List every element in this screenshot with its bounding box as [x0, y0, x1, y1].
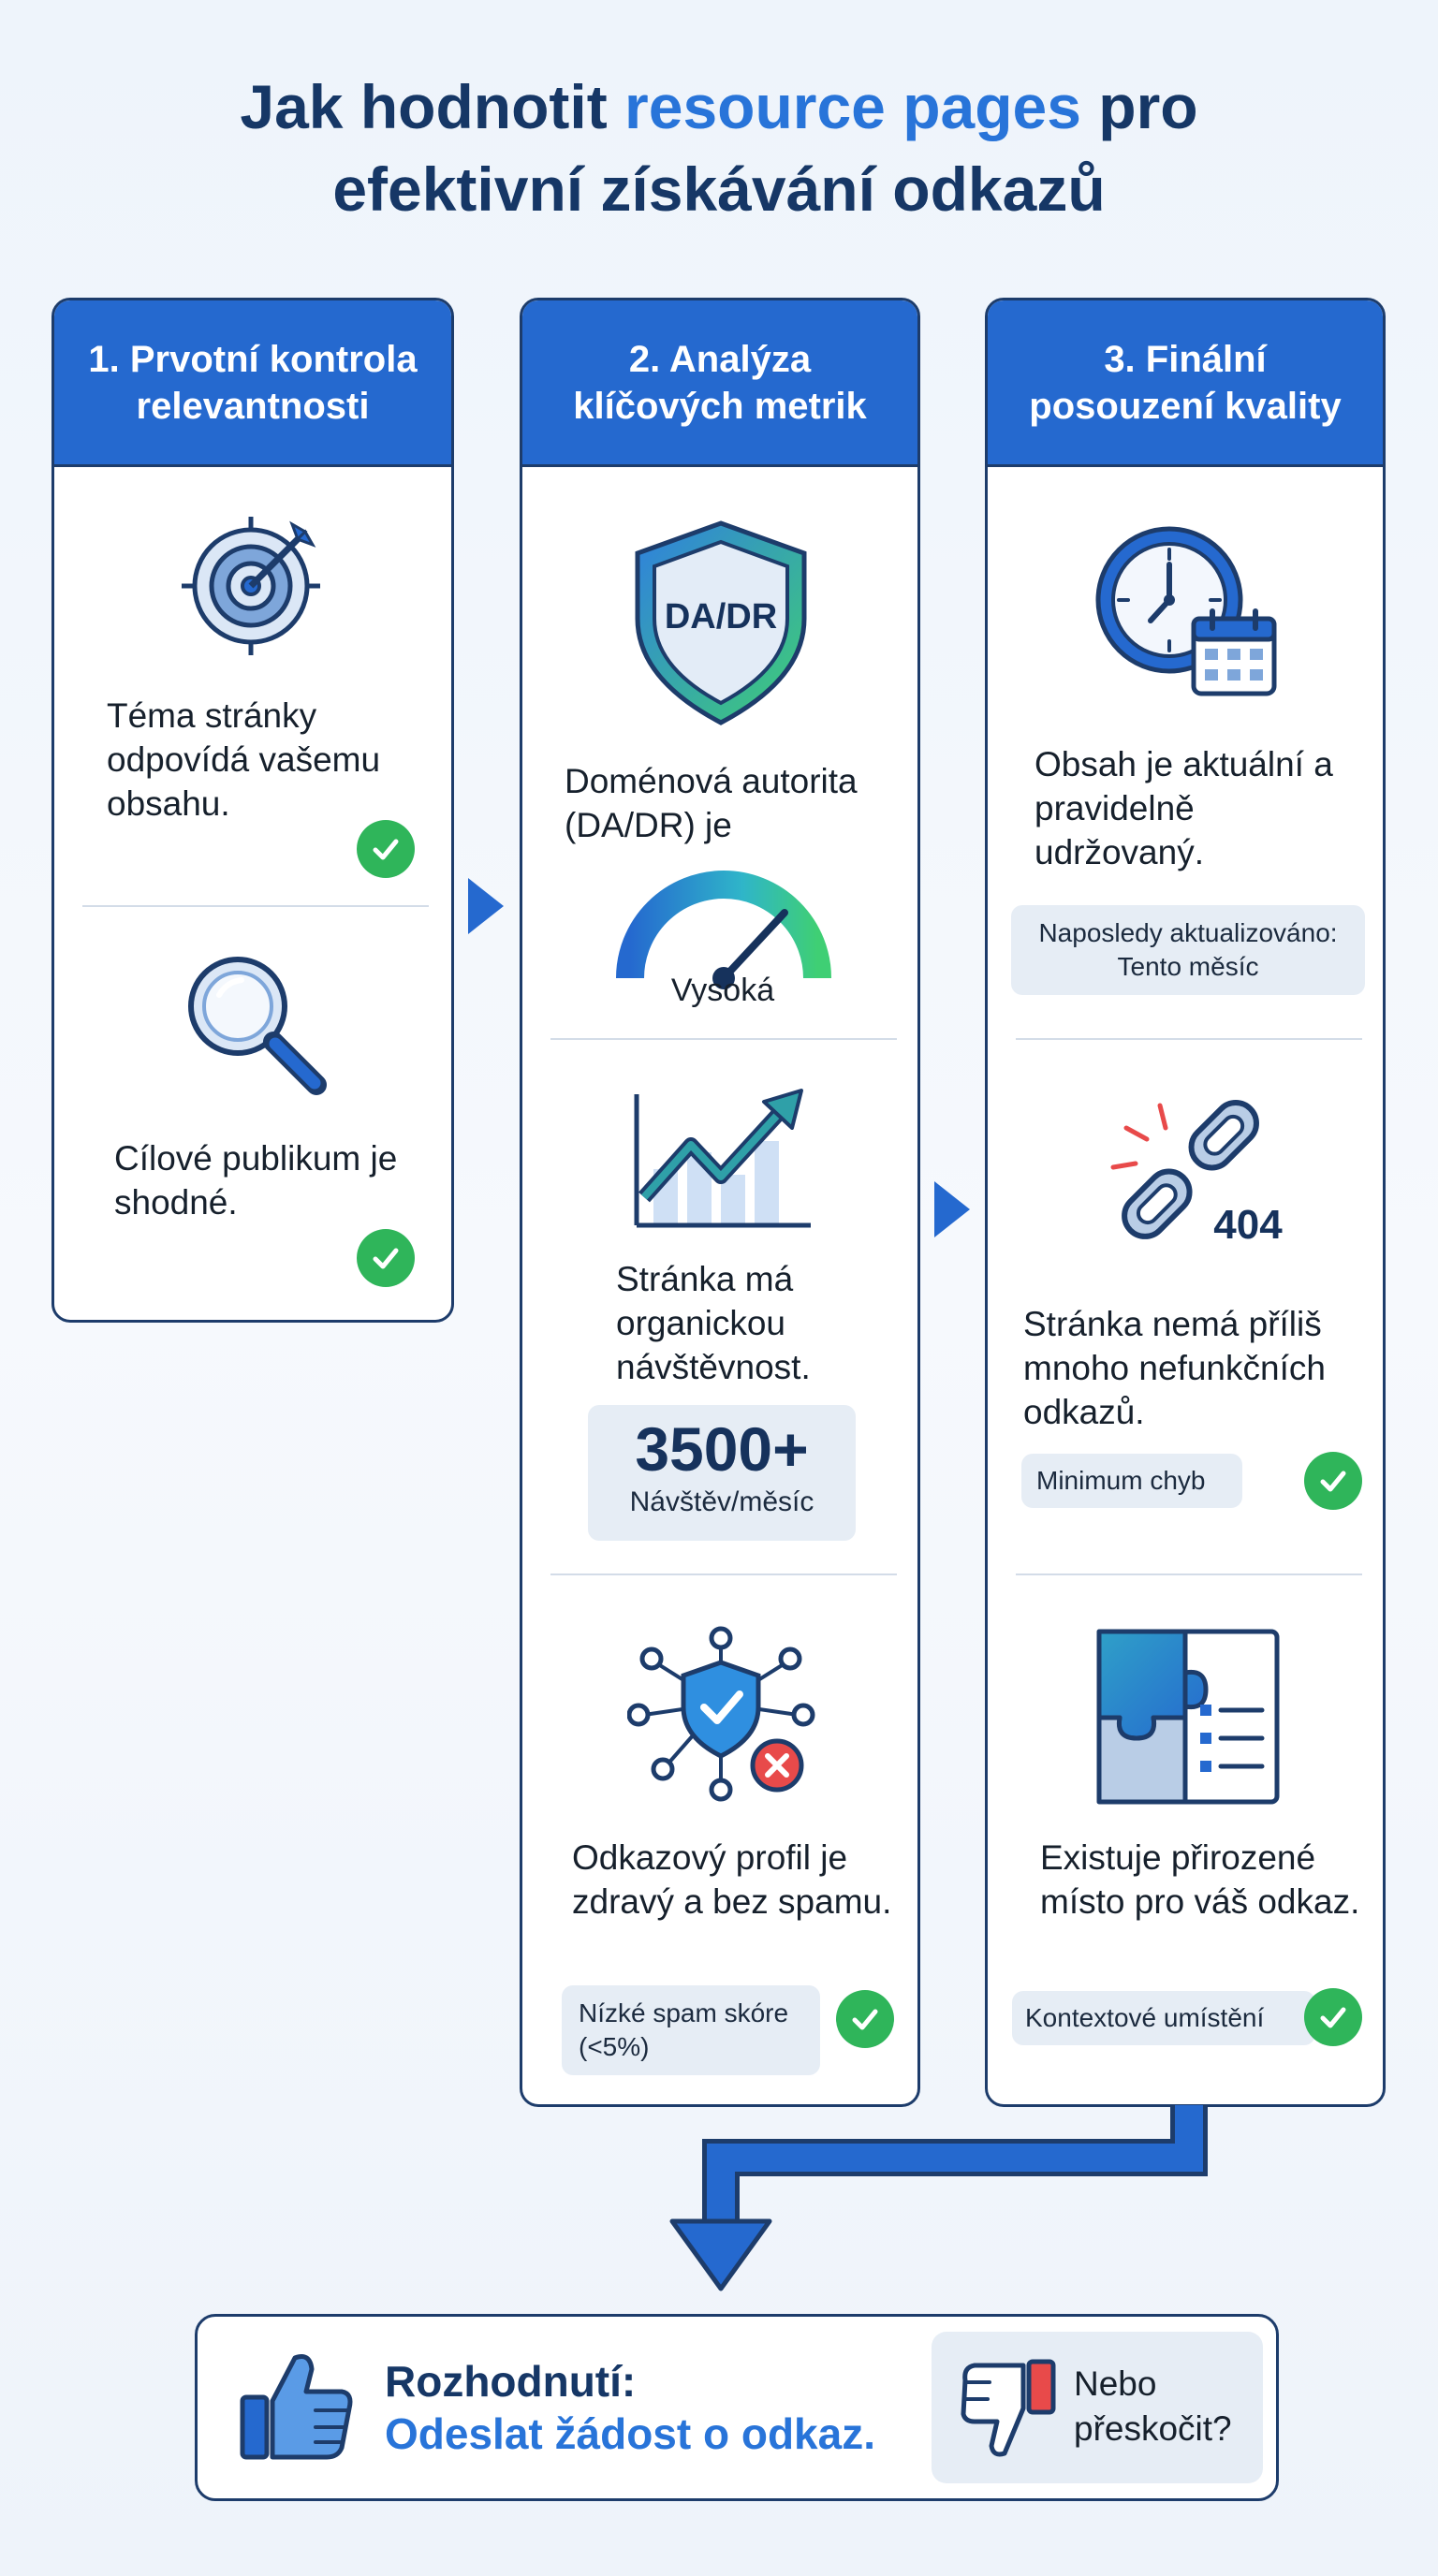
check-icon [357, 820, 415, 878]
growth-chart-icon [634, 1089, 811, 1228]
check-icon [357, 1229, 415, 1287]
skip-option[interactable]: Nebo přeskočit? [932, 2332, 1263, 2483]
column-header: 3. Finální posouzení kvality [988, 300, 1383, 467]
item-audience-text: Cílové publikum je shodné. [114, 1139, 398, 1222]
puzzle-list-icon [1096, 1629, 1280, 1805]
item-freshness-text: Obsah je aktuální a pravidelně udržovaný… [1034, 745, 1333, 871]
divider [1016, 1573, 1362, 1575]
check-icon [836, 1990, 894, 2048]
traffic-stat-unit: Návštěv/měsíc [629, 1486, 814, 1517]
item-authority-text: Doménová autorita (DA/DR) je [565, 762, 858, 844]
divider [550, 1038, 897, 1040]
divider [550, 1573, 897, 1575]
column-relevance: 1. Prvotní kontrola relevantnosti Téma s… [51, 298, 454, 1323]
placement-chip: Kontextové umístění [1012, 1991, 1315, 2045]
thumbs-down-icon [961, 2359, 1056, 2457]
errors-chip: Minimum chyb [1021, 1454, 1242, 1508]
clock-calendar-icon [1095, 526, 1277, 696]
gauge-label: Vysoká [670, 973, 775, 1008]
column-quality: 3. Finální posouzení kvality Obsah je ak… [985, 298, 1386, 2107]
divider [1016, 1038, 1362, 1040]
skip-text: Nebo přeskočit? [1074, 2364, 1232, 2448]
shield-icon: DA/DR [635, 520, 807, 725]
item-traffic-text: Stránka má organickou návštěvnost. [616, 1260, 811, 1386]
decision-box: Rozhodnutí: Odeslat žádost o odkaz. Nebo… [195, 2314, 1279, 2501]
spam-score-chip: Nízké spam skóre (<5%) [562, 1985, 820, 2075]
broken-link-icon: 404 [1110, 1100, 1283, 1248]
arrow-right-icon [468, 878, 504, 934]
check-icon [1304, 1452, 1362, 1510]
item-broken-links-text: Stránka nemá příliš mnoho nefunkčních od… [1023, 1305, 1326, 1431]
shield-label: DA/DR [665, 597, 777, 637]
flow-arrow-icon [669, 2105, 1208, 2291]
network-shield-icon [627, 1626, 815, 1802]
broken-link-label: 404 [1213, 1202, 1283, 1248]
gauge-icon [616, 871, 831, 989]
decision-action[interactable]: Odeslat žádost o odkaz. [385, 2409, 875, 2458]
item-placement-text: Existuje přirozené místo pro váš odkaz. [1040, 1838, 1360, 1921]
last-update-chip: Naposledy aktualizováno: Tento měsíc [1011, 905, 1365, 995]
page-title: Jak hodnotit resource pages pro efektivn… [240, 72, 1198, 224]
magnifier-icon [188, 957, 327, 1095]
item-backlink-text: Odkazový profil je zdravý a bez spamu. [572, 1838, 892, 1921]
traffic-stat-box: 3500+ Návštěv/měsíc [588, 1405, 856, 1541]
column-header: 1. Prvotní kontrola relevantnosti [54, 300, 451, 467]
check-icon [1304, 1988, 1362, 2046]
column-metrics: 2. Analýza klíčových metrik DA/DR Doméno… [520, 298, 920, 2107]
column-header: 2. Analýza klíčových metrik [522, 300, 917, 467]
traffic-stat-value: 3500+ [635, 1414, 809, 1484]
decision-label: Rozhodnutí: [385, 2357, 637, 2406]
arrow-right-icon [934, 1181, 970, 1237]
item-topic-text: Téma stránky odpovídá vašemu obsahu. [107, 696, 381, 823]
target-icon [182, 517, 320, 655]
divider [82, 905, 429, 907]
thumbs-up-icon [240, 2354, 353, 2460]
